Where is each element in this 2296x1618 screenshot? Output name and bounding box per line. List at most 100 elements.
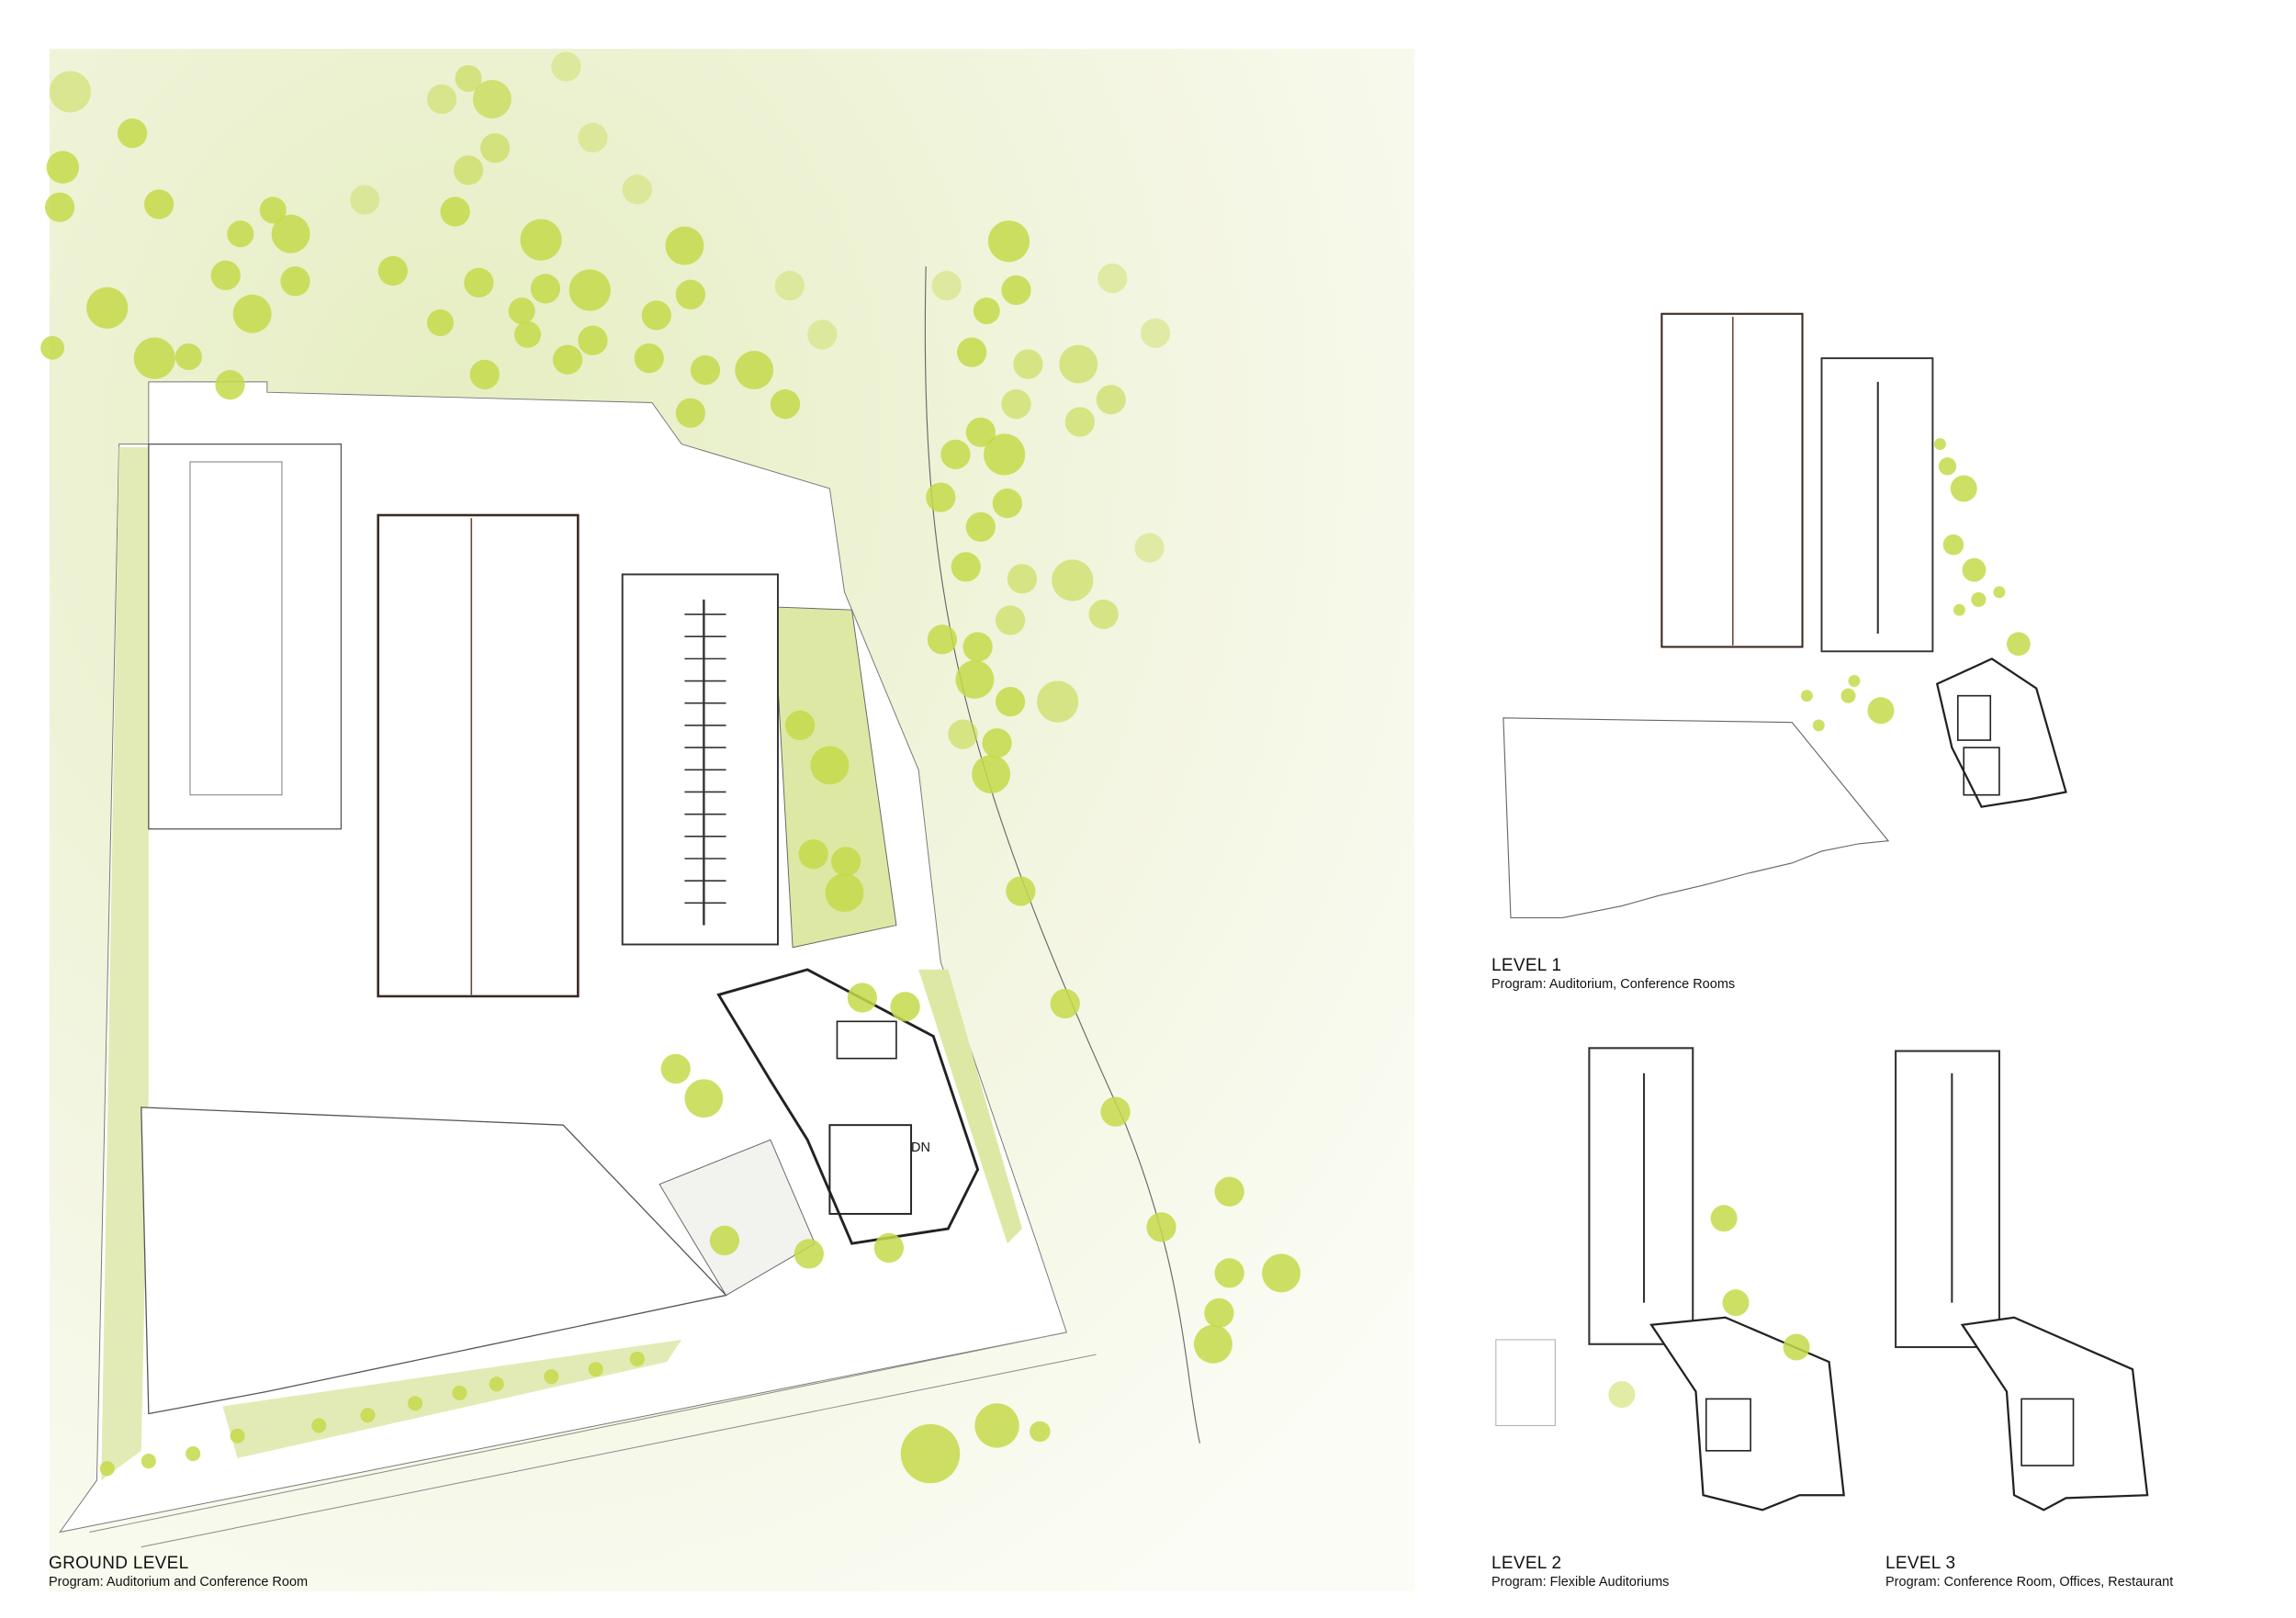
tree-canopy	[1006, 876, 1036, 906]
tree-canopy	[660, 1053, 691, 1084]
tree-canopy	[955, 659, 995, 699]
tree-canopy	[1800, 690, 1813, 702]
tree-canopy	[774, 271, 805, 301]
tree-canopy	[1953, 603, 1965, 616]
tree-canopy	[1007, 564, 1038, 594]
tree-canopy	[665, 226, 704, 265]
tree-canopy	[1064, 407, 1095, 437]
tree-canopy	[469, 359, 500, 389]
tree-canopy	[1934, 438, 1946, 451]
tree-canopy	[2007, 632, 2031, 657]
tree-canopy	[1100, 1096, 1131, 1127]
tree-canopy	[1204, 1298, 1234, 1329]
level-3-plan	[1895, 1050, 2149, 1511]
tree-canopy	[974, 1403, 1019, 1448]
tree-canopy	[1262, 1253, 1301, 1293]
stair-down-label: DN	[911, 1140, 930, 1155]
tree-canopy	[40, 335, 64, 360]
tree-canopy	[1840, 688, 1856, 703]
tree-canopy	[479, 133, 511, 163]
tree-canopy	[735, 351, 774, 389]
tree-canopy	[948, 719, 978, 749]
tree-canopy	[1214, 1176, 1244, 1207]
level-2-caption: LEVEL 2 Program: Flexible Auditoriums	[1491, 1554, 1669, 1590]
tree-canopy	[1812, 719, 1825, 732]
tree-canopy	[972, 755, 1011, 794]
lawn-strip-south	[222, 1339, 682, 1458]
tree-canopy	[957, 337, 987, 367]
tree-canopy	[995, 605, 1026, 635]
level-1-title: LEVEL 1	[1491, 956, 1562, 975]
tree-canopy	[552, 344, 583, 375]
east-building	[148, 443, 343, 830]
tree-canopy	[452, 1385, 467, 1401]
tree-canopy	[785, 710, 816, 741]
tree-canopy	[86, 287, 129, 329]
tree-canopy	[1001, 388, 1031, 420]
tree-canopy	[1140, 318, 1171, 348]
tree-canopy	[1059, 344, 1098, 384]
tree-canopy	[965, 417, 996, 447]
tree-canopy	[232, 294, 272, 333]
tree-canopy	[1950, 475, 1977, 502]
tree-canopy	[1962, 557, 1986, 582]
tree-canopy	[1867, 697, 1895, 725]
tree-canopy	[1993, 586, 2006, 599]
tree-canopy	[141, 1454, 156, 1469]
ground-level-program: Program: Auditorium and Conference Room	[49, 1575, 309, 1590]
tree-canopy	[551, 51, 581, 82]
tree-canopy	[588, 1362, 603, 1377]
tree-canopy	[350, 185, 380, 215]
tree-canopy	[520, 219, 562, 261]
tree-canopy	[965, 511, 996, 543]
tree-canopy	[940, 439, 971, 470]
tree-canopy	[641, 300, 671, 331]
tree-canopy	[1608, 1381, 1636, 1409]
tree-canopy	[174, 343, 202, 371]
tree-canopy	[675, 398, 705, 428]
tree-canopy	[770, 388, 801, 420]
tree-canopy	[1971, 591, 1986, 607]
level-3-conference	[1960, 1316, 2149, 1511]
level-1-plan	[1503, 312, 2067, 919]
ground-level-plan: DN	[40, 49, 1415, 1591]
auditorium-hall	[377, 513, 580, 998]
tree-canopy	[622, 174, 652, 205]
tree-canopy	[1097, 263, 1128, 294]
lawn-east	[918, 969, 1022, 1244]
tree-canopy	[440, 197, 470, 227]
tree-canopy	[951, 552, 981, 582]
tree-canopy	[210, 260, 241, 290]
level-3-parking	[1895, 1050, 2000, 1349]
level-1-conference	[1935, 657, 2067, 808]
tree-canopy	[578, 122, 608, 153]
tree-canopy	[99, 1461, 115, 1477]
tree-canopy	[186, 1445, 201, 1462]
tree-canopy	[810, 746, 850, 785]
tree-canopy	[568, 269, 611, 311]
tree-canopy	[1088, 599, 1119, 630]
tree-canopy	[1722, 1289, 1750, 1317]
tree-canopy	[45, 192, 75, 222]
tree-canopy	[684, 1079, 724, 1118]
tree-canopy	[825, 873, 864, 913]
tree-canopy	[1146, 1212, 1176, 1242]
parking-structure	[621, 573, 779, 946]
tree-canopy	[426, 309, 454, 336]
tree-canopy	[230, 1428, 245, 1444]
tree-canopy	[530, 274, 561, 304]
tree-canopy	[117, 118, 148, 149]
tree-canopy	[987, 220, 1030, 263]
tree-canopy	[995, 687, 1026, 717]
tree-canopy	[931, 271, 962, 301]
tree-canopy	[514, 320, 542, 348]
tree-canopy	[1783, 1333, 1810, 1361]
tree-canopy	[793, 1239, 824, 1269]
tree-canopy	[455, 64, 482, 92]
south-block	[141, 1107, 727, 1415]
ground-level-title: GROUND LEVEL	[49, 1554, 189, 1573]
tree-canopy	[215, 370, 245, 400]
tree-canopy	[508, 298, 535, 325]
tree-canopy	[1030, 1421, 1051, 1443]
